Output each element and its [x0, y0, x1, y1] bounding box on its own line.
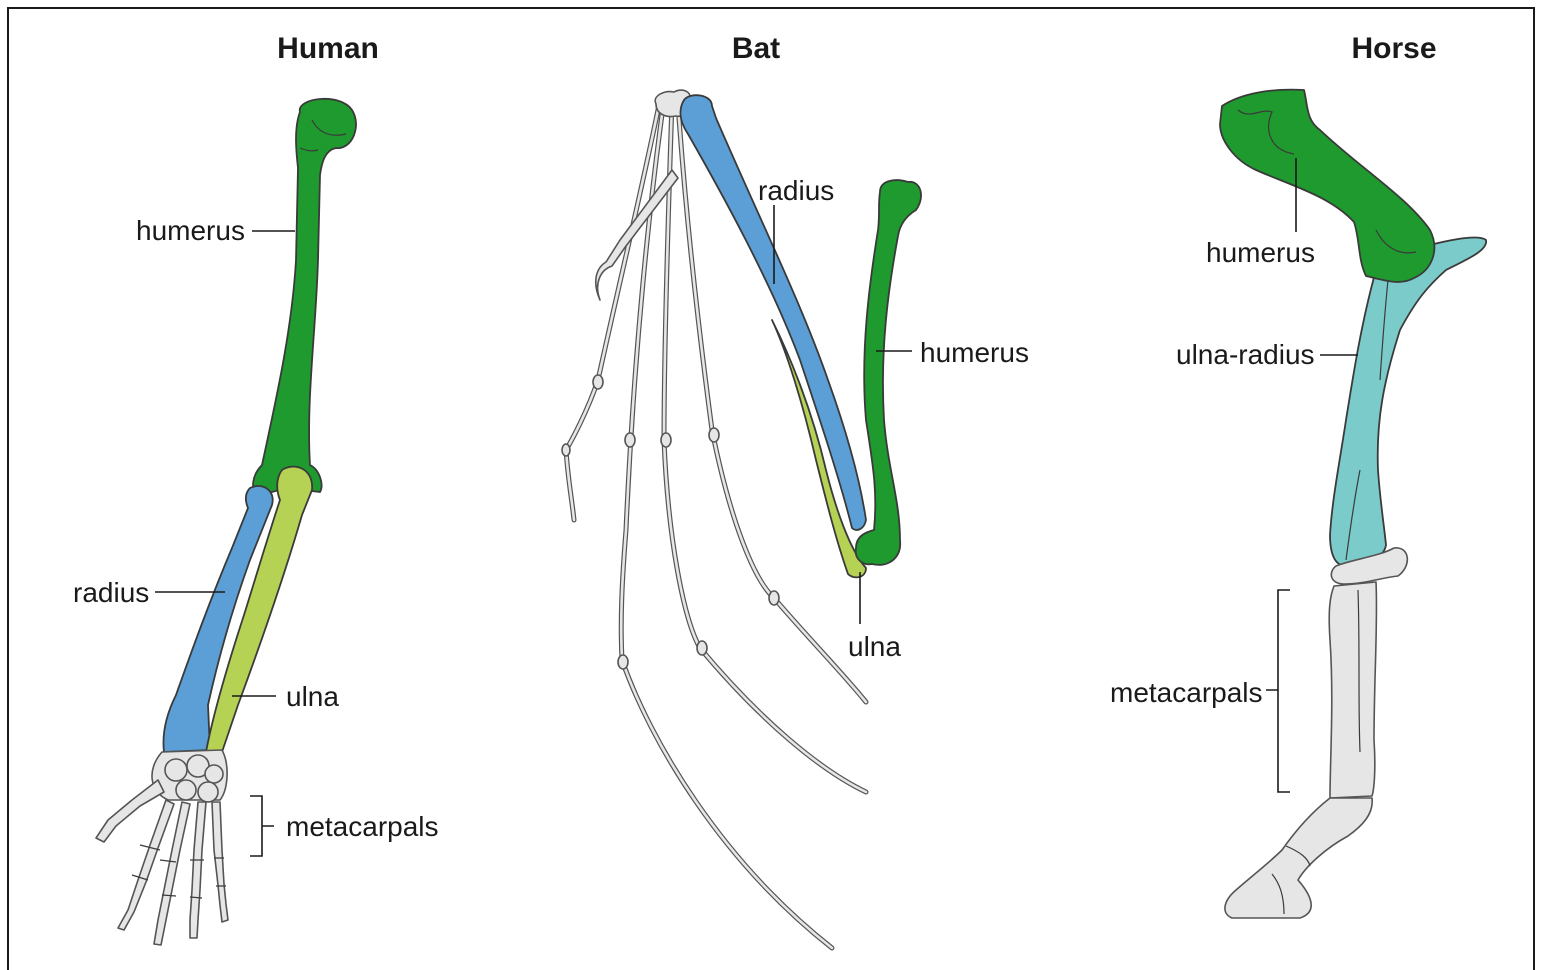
bat-humerus-label: humerus	[920, 337, 1029, 368]
bat-wing-digit-bones	[566, 100, 866, 948]
human-radius-label: radius	[73, 577, 149, 608]
human-hand-bones	[96, 750, 228, 945]
bat-title: Bat	[732, 32, 780, 65]
bat-ulna-label: ulna	[848, 631, 901, 662]
horse-ulna-radius-label: ulna-radius	[1176, 339, 1315, 370]
human-ulna-label: ulna	[286, 681, 339, 712]
horse-metacarpals-label: metacarpals	[1110, 677, 1263, 708]
human-metacarpals-label: metacarpals	[286, 811, 439, 842]
bat-radius-bone	[681, 95, 866, 530]
horse-humerus-label: humerus	[1206, 237, 1315, 268]
bat-radius-label: radius	[758, 175, 834, 206]
human-panel: Human humerus	[73, 32, 439, 945]
bat-humerus-bone	[856, 180, 921, 565]
human-title: Human	[277, 32, 379, 65]
horse-phalanx-bones	[1225, 798, 1372, 918]
horse-metacarpal-bone	[1329, 582, 1376, 798]
horse-title: Horse	[1351, 32, 1436, 65]
human-humerus-bone	[253, 99, 356, 496]
bat-panel: Bat	[562, 32, 1029, 948]
horse-ulna-radius-bone	[1330, 237, 1486, 566]
human-humerus-label: humerus	[136, 215, 245, 246]
horse-panel: Horse humerus ulna-radius metacarpals	[1110, 32, 1486, 918]
